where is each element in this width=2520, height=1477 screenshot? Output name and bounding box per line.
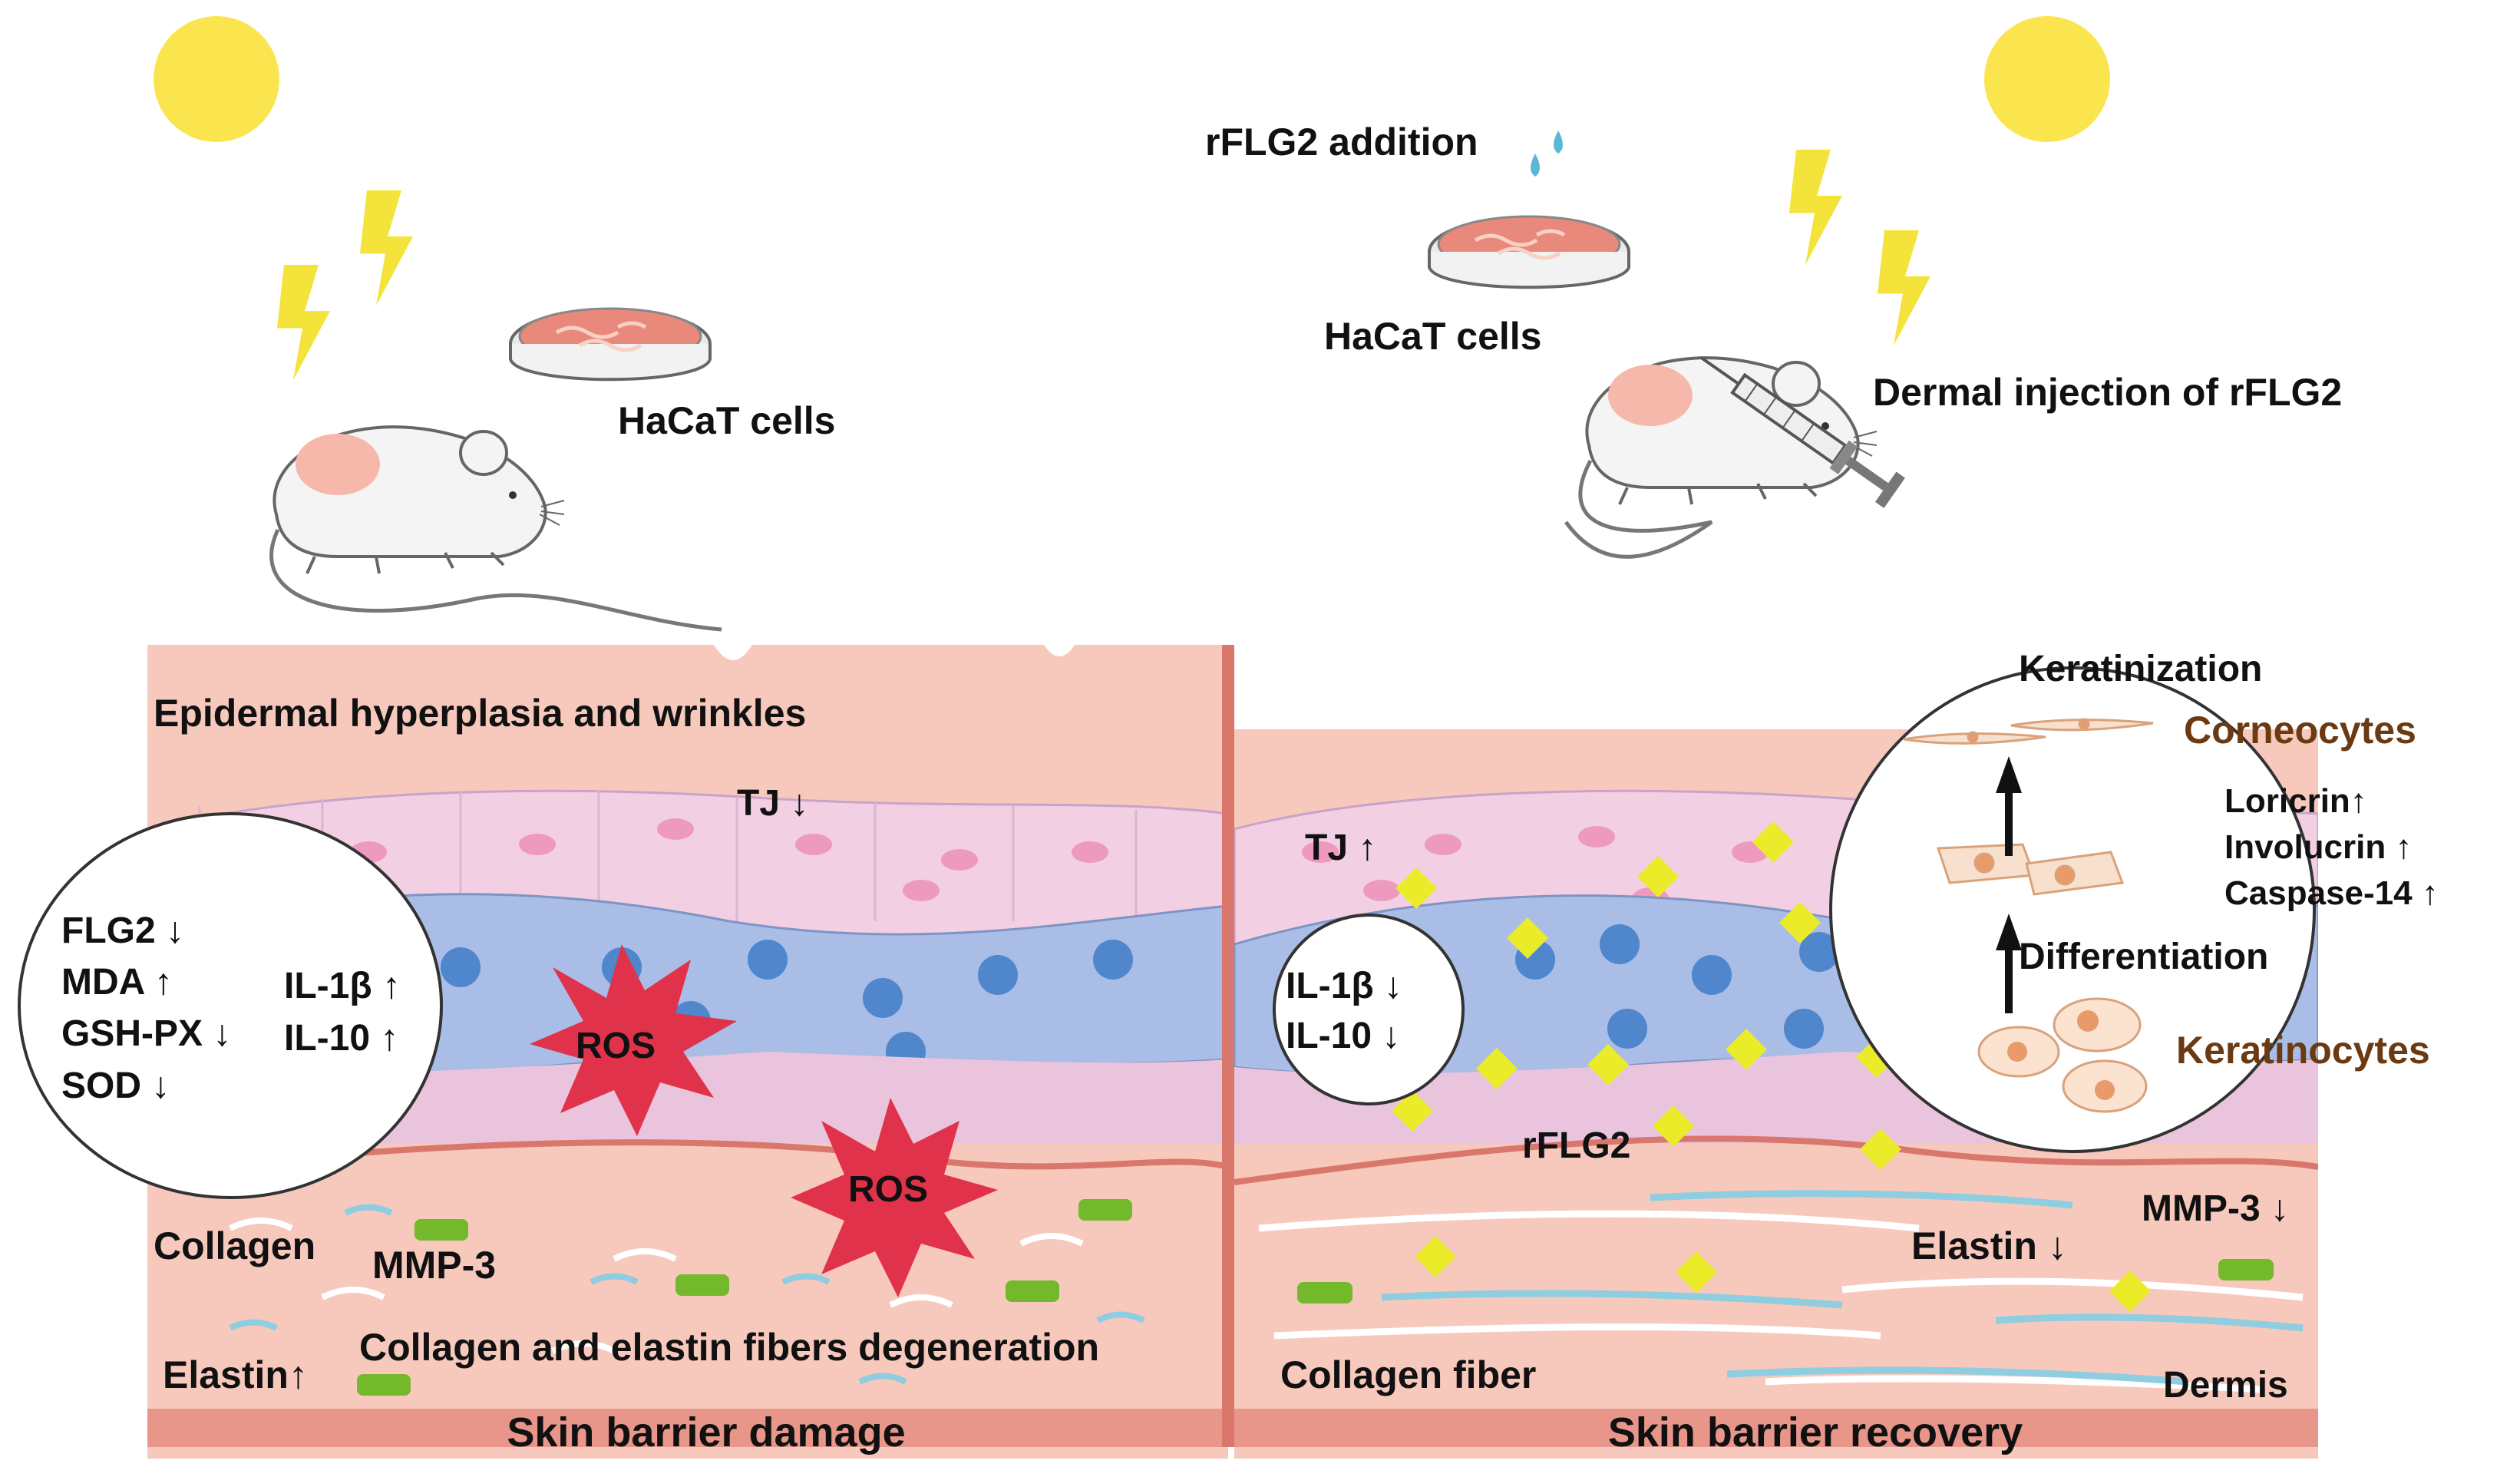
keratinocytes-label: Keratinocytes <box>2176 1029 2430 1072</box>
recovery-elastin: Elastin ↓ <box>1911 1224 2067 1267</box>
collagen-fiber-label: Collagen fiber <box>1280 1353 1536 1396</box>
syringe <box>1699 355 1905 508</box>
recovery-tj: TJ ↑ <box>1305 828 1376 868</box>
mmp3-particle <box>1078 1199 1132 1221</box>
keratinization-label: Keratinization <box>2019 649 2262 689</box>
droplet-icon <box>1531 154 1540 177</box>
differentiation-arrows <box>1996 756 2022 1013</box>
uv-bolt <box>277 265 330 380</box>
recovery-footer-title: Skin barrier recovery <box>1608 1409 2023 1456</box>
damage-marker: GSH-PX ↓ <box>61 1013 231 1054</box>
collagen-label: Collagen <box>154 1224 315 1267</box>
damage-title: Epidermal hyperplasia and wrinkles <box>154 692 806 735</box>
ros-label: ROS <box>848 1169 928 1210</box>
sun-right <box>1984 16 2110 142</box>
elastin-label: Elastin↑ <box>163 1353 308 1396</box>
inset-marker: Caspase-14 ↑ <box>2224 874 2439 912</box>
damage-cytokine: IL-10 ↑ <box>284 1018 398 1059</box>
left-cells-label: HaCaT cells <box>618 399 835 442</box>
petri-dish-right <box>1429 216 1629 287</box>
rflg2-addition-label: rFLG2 addition <box>1205 121 1478 164</box>
ros-star <box>530 944 737 1136</box>
recovery-cytokine: IL-1β ↓ <box>1286 966 1402 1006</box>
damage-cytokine: IL-1β ↑ <box>284 966 401 1006</box>
inset-marker: Involucrin ↑ <box>2224 828 2412 866</box>
panel-divider <box>1222 645 1234 1447</box>
inset-marker: Loricrin↑ <box>2224 782 2367 820</box>
damage-tj: TJ ↓ <box>737 783 808 824</box>
mmp3-particle <box>357 1374 411 1396</box>
right-cells-label: HaCaT cells <box>1324 315 1541 358</box>
mouse-left <box>269 425 722 632</box>
petri-dish-left <box>510 309 710 379</box>
uv-bolt <box>1789 150 1842 265</box>
corneocytes-label: Corneocytes <box>2184 709 2416 752</box>
ros-star <box>791 1098 998 1297</box>
droplet-icon <box>1554 131 1563 154</box>
recovery-mmp3: MMP-3 ↓ <box>2142 1188 2289 1229</box>
mmp3-label: MMP-3 <box>372 1244 496 1287</box>
differentiation-label: Differentiation <box>2019 937 2268 977</box>
fibers-label: Collagen and elastin fibers degeneration <box>359 1326 1099 1369</box>
damage-marker: FLG2 ↓ <box>61 910 184 951</box>
recovery-cytokine: IL-10 ↓ <box>1286 1016 1400 1056</box>
mouse-right <box>1564 356 1878 559</box>
mmp3-particle <box>2218 1259 2274 1280</box>
mmp3-particle <box>414 1219 468 1241</box>
right-cytokine-circle <box>1273 914 1465 1105</box>
rflg2-label: rFLG2 <box>1522 1125 1630 1166</box>
ros-label: ROS <box>576 1026 656 1066</box>
damage-marker: MDA ↑ <box>61 962 173 1003</box>
mmp3-particle <box>1006 1280 1059 1302</box>
uv-bolt <box>360 190 413 306</box>
dermis-label: Dermis <box>2163 1365 2288 1406</box>
left-marker-circle <box>18 812 443 1199</box>
damage-footer-title: Skin barrier damage <box>507 1409 905 1456</box>
recovery-footer-band <box>1234 1409 2318 1447</box>
differentiating-cells <box>1936 843 2125 896</box>
damage-marker: SOD ↓ <box>61 1066 170 1106</box>
sun-left <box>154 16 279 142</box>
corneocyte-cells <box>1903 718 2154 745</box>
mmp3-particle <box>1297 1282 1352 1304</box>
mmp3-particle <box>675 1274 729 1296</box>
uv-bolt <box>1878 230 1930 345</box>
keratinocyte-cells <box>1977 997 2148 1113</box>
rflg2-diamonds <box>1392 821 2151 1312</box>
injection-label: Dermal injection of rFLG2 <box>1873 371 2342 414</box>
damage-footer-band <box>147 1409 1228 1447</box>
keratinization-inset <box>1829 666 2316 1153</box>
